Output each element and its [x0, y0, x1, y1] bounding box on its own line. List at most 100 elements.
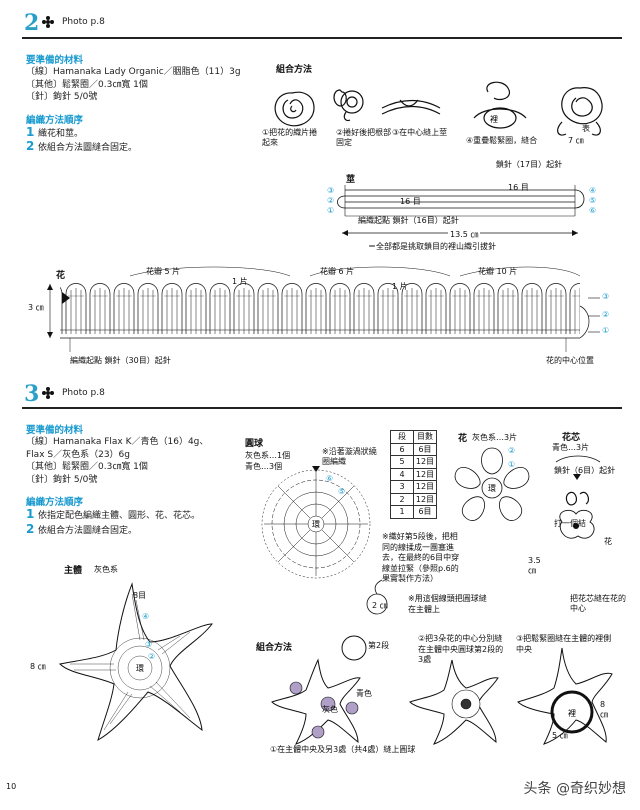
photo-ref: Photo p.8 [62, 388, 105, 398]
svg-text:環: 環 [136, 664, 144, 673]
step-text: 織花和莖。 [38, 128, 84, 139]
assembly-step-3: ③在中心縫上莖 [392, 128, 448, 137]
main-body-mark: ② [148, 652, 156, 661]
flower-row-mark: ③ [602, 292, 610, 301]
assembly-illustrations: 裡 [274, 81, 603, 136]
s3-flower-title: 花 [458, 434, 468, 444]
table-header: 目數 [413, 430, 437, 444]
flower-start-label: 編織起點 鎖針（30目）起針 [70, 356, 171, 365]
assembly-step-2: ②捲好後把根部固定 [336, 128, 392, 147]
section-3-number: 3 [24, 381, 40, 407]
stem-width: 13.5 ㎝ [448, 229, 481, 240]
step-number: 1 [26, 124, 35, 139]
material-line: 〔線〕Hamanaka Lady Organic／胭脂色（11）3g [26, 67, 241, 77]
main-body-title: 主體 [64, 566, 83, 576]
section-2-number: 2 [24, 10, 40, 36]
flower-bullet-icon [42, 16, 54, 28]
steps-header: 編織方法順序 [26, 497, 84, 508]
main-body-mark: ④ [142, 612, 150, 621]
core-size: 3.5 ㎝ [528, 556, 541, 575]
steps-header: 編織方法順序 [26, 114, 84, 126]
step-number: 1 [26, 507, 35, 521]
core-flower-label: 花 [604, 537, 612, 546]
ball-title: 圓球 [245, 439, 264, 449]
s3-assembly-title: 組合方法 [256, 643, 293, 653]
stem-row-mark: ④ [589, 186, 596, 195]
s3-flower-mark: ① [508, 460, 516, 469]
ball-size: 2 ㎝ [372, 601, 388, 610]
assembly-step-1: ①把花的織片捲起來 [262, 128, 318, 147]
flower-center-label: 花的中心位置 [546, 356, 594, 365]
ball-note-1: ※沿著漩渦狀繞圈編織 [322, 447, 377, 466]
svg-text:裡: 裡 [568, 708, 576, 718]
ball-color: 灰色系…1個 [245, 451, 291, 460]
main-body-count: 8目 [133, 591, 147, 600]
step-number: 2 [26, 139, 35, 153]
main-body-height: 8 ㎝ [30, 662, 46, 671]
page-number: 10 [6, 782, 17, 791]
ball-note-3: ※用這個線頭把圓球縫在主體上 [408, 594, 487, 614]
materials-header: 要準備的材料 [26, 55, 84, 66]
table-header: 段 [390, 430, 414, 444]
step-number: 2 [26, 521, 35, 536]
s3-assembly-height: 8 ㎝ [600, 700, 608, 719]
stem-count-bottom: 16 目 [400, 197, 421, 206]
size-label: 7 ㎝ [568, 136, 584, 145]
material-line: Flax S／灰色系（23）6g [26, 449, 130, 460]
watermark: 头条 @奇织妙想 [523, 781, 626, 797]
s3-flower-chart: 環 [454, 447, 530, 521]
petals-6: 花瓣 6 片 [320, 267, 355, 276]
material-line: 〔線〕Hamanaka Flax K／青色（16）4g、 [26, 437, 209, 447]
s3-flower-mark: ② [508, 446, 516, 455]
stem-row-mark: ⑥ [589, 206, 596, 215]
stem-start-label: 編織起點 鎖針（16目）起針 [358, 216, 459, 225]
stem-chart: ③ ② ① ④ ⑤ ⑥ [327, 185, 596, 217]
core-knot: 打一個結 [554, 519, 586, 528]
s3-assembly-chart: 裡 [271, 635, 613, 745]
row2-label: 第2段 [368, 641, 390, 650]
back-label: 裡 [490, 114, 498, 124]
flower-chart [47, 266, 600, 352]
core-note: 把花芯縫在花的中心 [570, 594, 626, 613]
ball-mark: ⑤ [338, 487, 346, 496]
step-text: 依組合方法圖縫合固定。 [38, 143, 138, 153]
flower-height: 3 ㎝ [28, 303, 44, 312]
stem-count-top: 16 目 [508, 183, 529, 192]
core-sub: 青色…3片 [552, 443, 590, 452]
main-body-mark: ③ [145, 640, 153, 649]
stem-row-mark: ③ [327, 186, 334, 195]
flower-bullet-icon [42, 387, 54, 399]
petals-10: 花瓣 10 片 [478, 267, 518, 276]
front-label: 表 [582, 124, 590, 133]
stem-row-mark: ① [327, 206, 334, 215]
step-text: 依指定配色編織主體、圓形、花、花芯。 [38, 511, 201, 521]
photo-ref: Photo p.8 [62, 17, 105, 27]
materials-header: 要準備的材料 [26, 425, 84, 436]
section-divider [22, 37, 622, 39]
s3-assembly-step-3: ③把鬆緊圈縫在主體的裡側中央 [516, 634, 612, 654]
material-line: 〔其他〕鬆緊圈／0.3㎝寬 1個 [26, 462, 148, 472]
stem-note: ＝全部都是挑取鎖目的裡山織引拔針 [368, 242, 496, 251]
flower-row-mark: ① [602, 326, 610, 335]
stem-row-mark: ⑤ [589, 196, 596, 205]
ball-color: 青色…3個 [245, 462, 283, 471]
core-chart [555, 455, 601, 539]
stem-title: 莖 [346, 175, 356, 185]
material-line: 〔針〕鉤針 5/0號 [26, 92, 98, 102]
stem-row-mark: ② [327, 196, 334, 205]
grey-label: 灰色 [322, 705, 338, 714]
main-body-color: 灰色系 [94, 565, 118, 574]
blue-label: 青色 [356, 689, 372, 698]
s3-assembly-step-2: ②把3朵花的中心分別縫在主體中央圓球第2段的3處 [418, 634, 504, 664]
assembly-title: 組合方法 [276, 65, 313, 75]
ring-size: 5 ㎝ [552, 731, 568, 740]
assembly-step-4: ④重疊鬆緊圈，縫合 [466, 136, 538, 145]
material-line: 〔針〕鉤針 5/0號 [26, 474, 98, 485]
s3-assembly-step-1: ①在主體中央及另3處（共4處）縫上圓球 [270, 745, 416, 754]
ball-chart: 環 [261, 466, 371, 579]
